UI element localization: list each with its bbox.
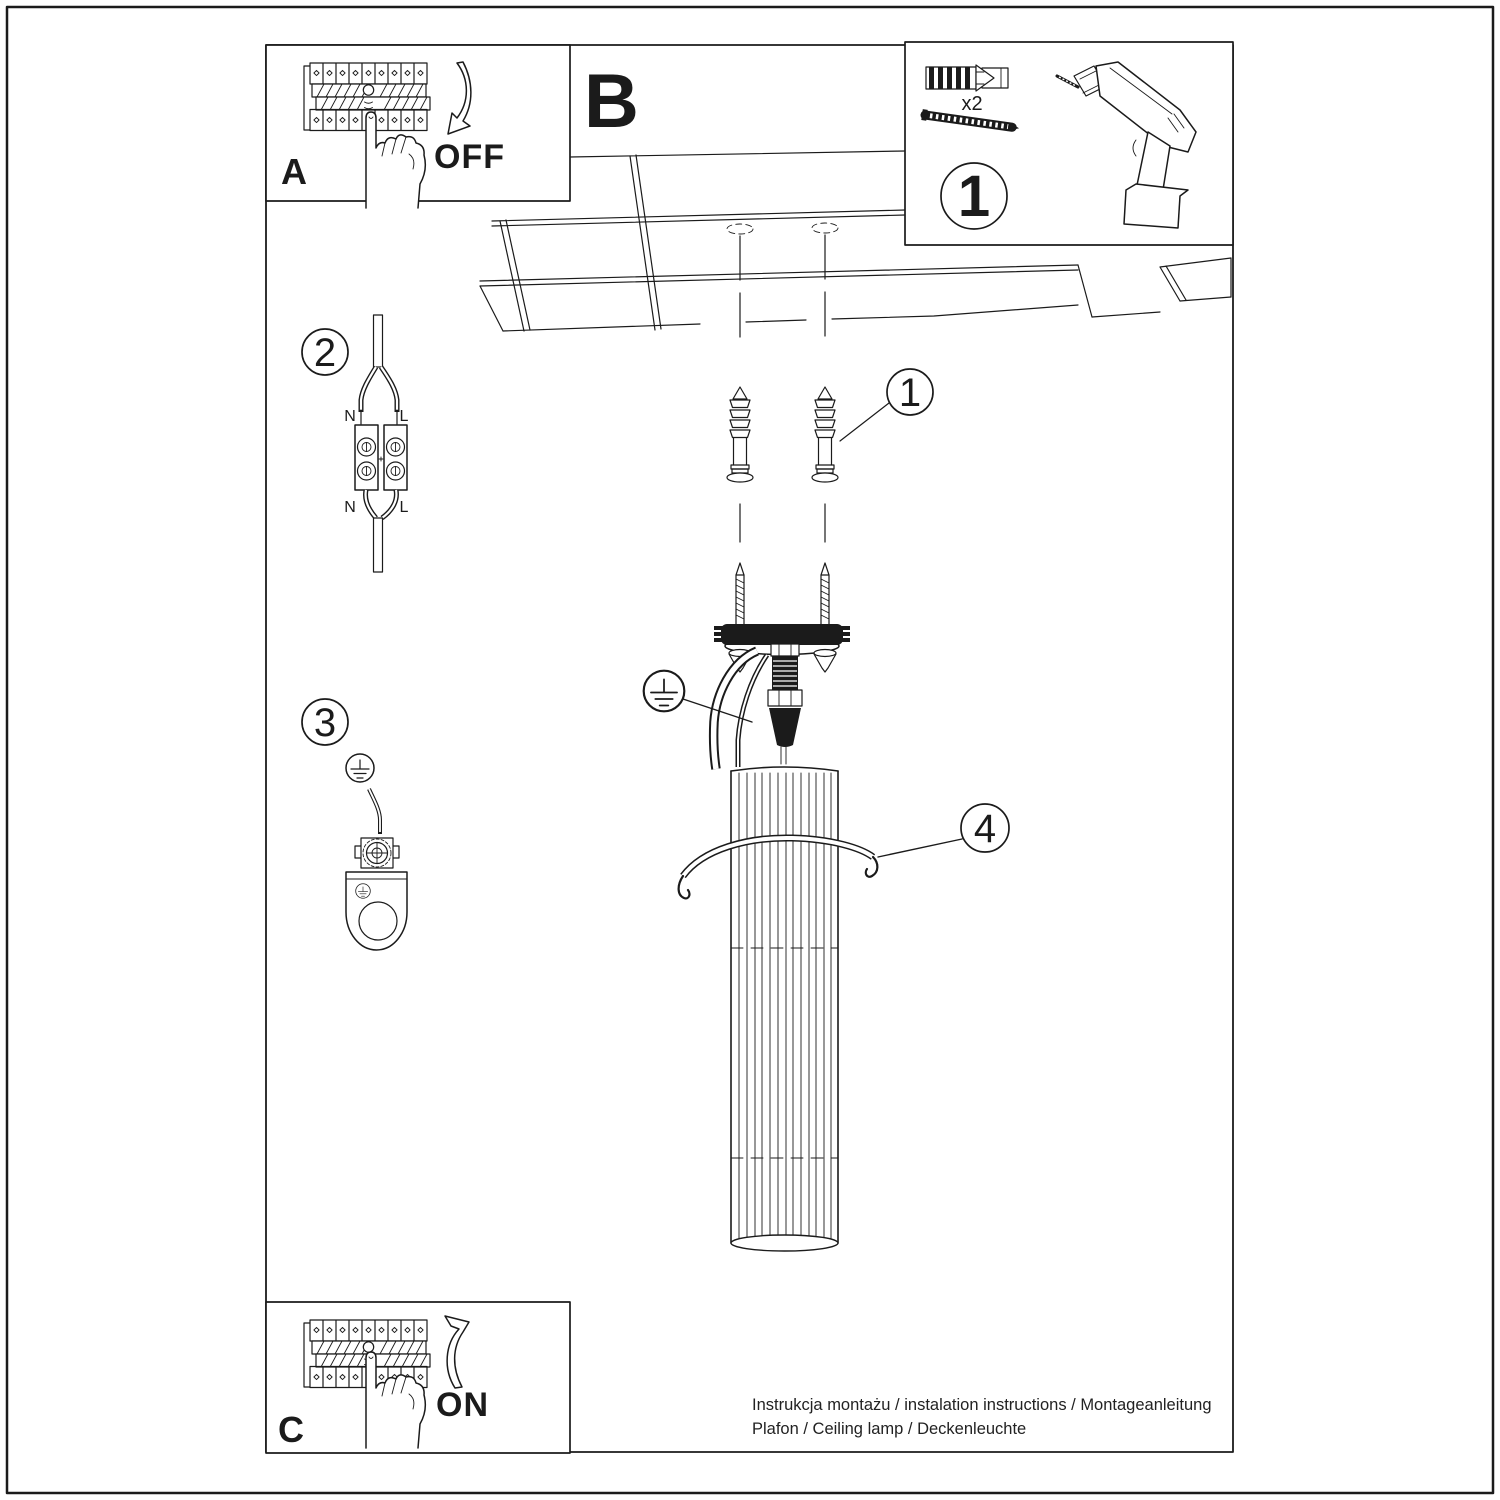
- screw-head-icon: [813, 648, 837, 673]
- anchor-assembly: 1: [726, 234, 934, 543]
- svg-text:1: 1: [899, 371, 921, 415]
- terminal-screw-icon: [354, 837, 400, 869]
- svg-text:4: 4: [974, 807, 996, 851]
- step-a-box: A OFF: [265, 44, 571, 209]
- drill-icon: [1055, 61, 1197, 229]
- terminal-n-bottom: N: [344, 499, 356, 516]
- on-label: ON: [436, 1386, 489, 1424]
- outer-border: [5, 5, 1495, 1495]
- hardware-box: x2 1: [904, 41, 1234, 246]
- socket-cone-icon: [769, 708, 801, 747]
- step-c-box: C ON: [265, 1301, 571, 1454]
- svg-text:2: 2: [314, 331, 336, 375]
- threaded-nipple-icon: [767, 643, 803, 707]
- canopy-ring-icon: [714, 624, 850, 645]
- earth-wire-icon: [367, 788, 382, 834]
- spring-clip-icon: [677, 834, 879, 900]
- off-label: OFF: [434, 138, 505, 176]
- wall-plug-icon: [925, 64, 1009, 92]
- wiring-step-badge: 2: [301, 328, 349, 376]
- mounting-screw-icon: [735, 562, 745, 626]
- footer: Instrukcja montażu / instalation instruc…: [752, 1396, 1212, 1438]
- content-frame: [265, 44, 1234, 1453]
- on-arrow-icon: [444, 1315, 470, 1389]
- svg-text:3: 3: [314, 701, 336, 745]
- ground-leader-line: [682, 698, 753, 723]
- terminal-block-icon: [354, 314, 408, 573]
- anchor-leader-line: [839, 402, 890, 442]
- step-c-label: C: [278, 1409, 304, 1450]
- section-b-label: B: [584, 59, 639, 144]
- ground-symbol-icon: [642, 669, 686, 713]
- ground-step: 3: [301, 698, 408, 951]
- footer-line1: Instrukcja montażu / instalation instruc…: [752, 1396, 1212, 1414]
- ground-step-badge: 3: [301, 698, 349, 746]
- ceiling-hole-icon: [726, 223, 754, 235]
- quantity-label: x2: [961, 93, 982, 115]
- terminal-n-top: N: [344, 408, 356, 425]
- hardware-step-badge: 1: [940, 162, 1008, 230]
- footer-line2: Plafon / Ceiling lamp / Deckenleuchte: [752, 1420, 1026, 1438]
- wall-anchor-icon: [726, 386, 754, 483]
- off-arrow-icon: [447, 61, 472, 135]
- terminal-l-top: L: [400, 408, 409, 425]
- power-cable-icon: [708, 646, 770, 770]
- ceiling-hole-icon: [811, 222, 839, 234]
- wiring-step: 2 N L N L: [301, 314, 409, 573]
- anchor-step-badge: 1: [886, 368, 934, 416]
- ceiling-illustration: [479, 150, 1232, 332]
- ground-symbol-icon: [345, 753, 375, 783]
- screw-icon: [920, 109, 1020, 132]
- svg-text:1: 1: [958, 164, 990, 229]
- mounting-bracket-icon: [345, 871, 408, 951]
- mounting-screw-icon: [820, 562, 830, 626]
- lamp-assembly: 4: [642, 562, 1010, 1252]
- terminal-l-bottom: L: [400, 499, 409, 516]
- step-a-label: A: [281, 151, 307, 192]
- clip-leader-line: [877, 838, 963, 858]
- wall-anchor-icon: [811, 386, 839, 483]
- lamp-shade-icon: [730, 766, 839, 1252]
- clip-step-badge: 4: [960, 803, 1010, 853]
